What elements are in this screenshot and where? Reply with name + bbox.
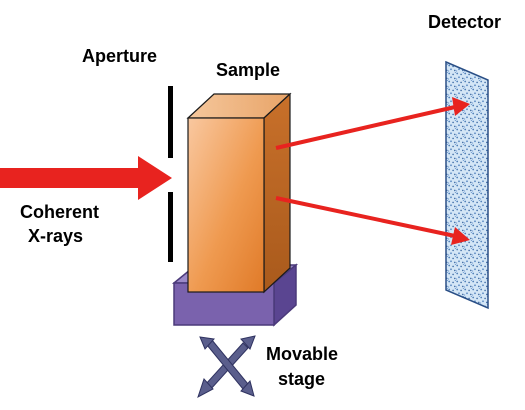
detector-label: Detector [428,12,501,32]
detector [445,60,489,310]
aperture-label: Aperture [82,46,157,66]
source-label-line2: X-rays [28,226,83,246]
sample-block [186,92,292,294]
sample-label: Sample [216,60,280,80]
stage-label-line1: Movable [266,344,338,364]
incoming-beam-arrow [0,156,172,200]
diffracted-beam-upper [275,97,470,150]
diffracted-beam-lower [275,196,470,245]
stage-label-line2: stage [278,369,325,389]
stage-movement-arrows-icon [197,335,256,399]
aperture [168,86,173,262]
source-label-line1: Coherent [20,202,99,222]
